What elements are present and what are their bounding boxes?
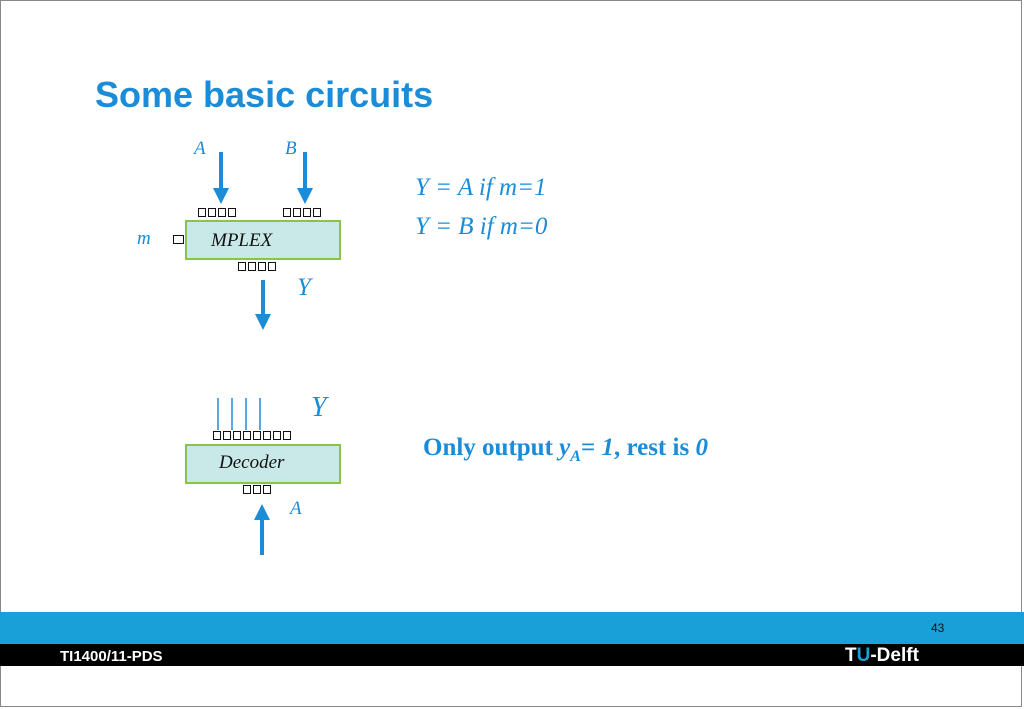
decoder-note: Only output yA= 1, rest is 0	[423, 434, 708, 465]
mux-input-a-label: A	[194, 138, 206, 159]
decoder-input-pins	[243, 485, 271, 494]
mux-input-b-pins	[283, 208, 321, 217]
footer-stripe	[0, 612, 1024, 644]
mux-output-label: Y	[297, 274, 311, 301]
page-number: 43	[931, 621, 945, 635]
mux-box-label: MPLEX	[211, 230, 273, 251]
mux-equation-1: Y = A if m=1	[415, 174, 547, 201]
slide-title: Some basic circuits	[95, 74, 434, 115]
decoder-input-label: A	[290, 498, 302, 519]
decoder-box	[185, 444, 341, 484]
decoder-output-label: Y	[311, 392, 327, 423]
footer-bar	[0, 644, 1024, 666]
mux-select-label: m	[137, 228, 151, 249]
mux-input-b-label: B	[285, 138, 297, 159]
mux-box	[185, 220, 341, 260]
mux-equation-2: Y = B if m=0	[415, 213, 548, 240]
tu-delft-logo: TU-Delft	[845, 645, 919, 666]
decoder-output-pins	[213, 431, 291, 440]
mux-input-a-pins	[198, 208, 236, 217]
course-code: TI1400/11-PDS	[60, 648, 163, 665]
decoder-box-label: Decoder	[219, 452, 285, 473]
mux-select-pin	[173, 235, 184, 244]
mux-output-pins	[238, 262, 276, 271]
